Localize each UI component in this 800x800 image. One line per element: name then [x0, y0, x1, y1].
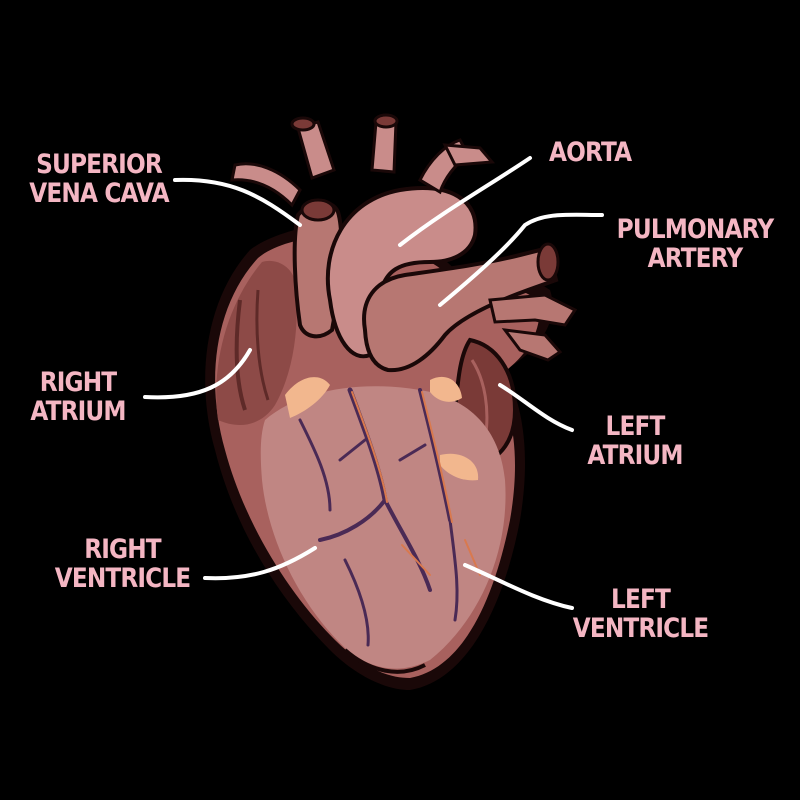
label-left-atrium-line1: LEFT [605, 411, 666, 442]
leader-left-ventricle [463, 563, 574, 610]
label-left-ventricle: LEFT VENTRICLE [570, 585, 712, 643]
leader-right-ventricle [203, 546, 317, 581]
label-right-ventricle-line1: RIGHT [84, 534, 161, 565]
label-superior-vena-cava: SUPERIOR VENA CAVA [26, 150, 172, 208]
label-left-atrium: LEFT ATRIUM [575, 412, 695, 470]
leader-superior-vena-cava [173, 177, 302, 227]
leader-right-atrium [143, 348, 252, 400]
label-pulmonary-artery: PULMONARY ARTERY [613, 215, 776, 273]
leader-pulmonary-artery [438, 212, 604, 307]
leader-lines [143, 156, 604, 610]
label-left-atrium-line2: ATRIUM [587, 440, 683, 471]
label-right-ventricle-line2: VENTRICLE [54, 563, 191, 594]
label-aorta: AORTA [549, 137, 632, 168]
leader-left-atrium [498, 383, 574, 432]
coronary-fat [285, 377, 330, 418]
label-right-atrium: RIGHT ATRIUM [18, 368, 138, 426]
pulmonary-artery-shape [362, 245, 559, 373]
label-left-ventricle-line1: LEFT [611, 584, 671, 615]
label-right-ventricle: RIGHT VENTRICLE [52, 535, 194, 593]
leader-aorta [398, 156, 532, 247]
label-aorta-line1: AORTA [549, 137, 632, 168]
label-superior-vena-cava-line2: VENA CAVA [29, 178, 169, 209]
label-superior-vena-cava-line1: SUPERIOR [36, 149, 163, 180]
coronary-vessels [298, 387, 459, 647]
label-left-ventricle-line2: VENTRICLE [572, 613, 709, 644]
label-pulmonary-artery-line1: PULMONARY [616, 214, 774, 245]
label-right-atrium-line1: RIGHT [39, 367, 117, 398]
label-right-atrium-line2: ATRIUM [30, 396, 126, 427]
label-pulmonary-artery-line2: ARTERY [647, 243, 744, 274]
